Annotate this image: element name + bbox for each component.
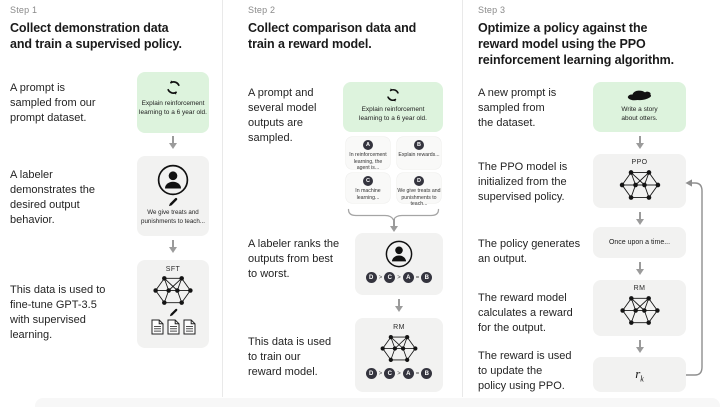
otter-icon bbox=[627, 89, 653, 102]
step1-label: Step 1 bbox=[10, 5, 38, 15]
step1-text-labeler: A labeler demonstrates the desired outpu… bbox=[10, 169, 95, 226]
step2-prompt-caption: Explain reinforcement learning to a 6 ye… bbox=[359, 106, 427, 122]
sft-model-label: SFT bbox=[165, 266, 181, 273]
cycle-icon bbox=[166, 80, 181, 95]
network-icon bbox=[152, 274, 194, 307]
output-box-c: C In machine learning... bbox=[346, 173, 390, 203]
output-letter-badge: B bbox=[414, 140, 424, 150]
step3-output-box: Once upon a time... bbox=[593, 227, 686, 258]
footer-band bbox=[35, 398, 720, 407]
rank-letter-badge: C bbox=[384, 368, 396, 379]
rank-letter-badge: B bbox=[421, 368, 433, 379]
step3-prompt-caption: Write a story about otters. bbox=[621, 106, 658, 122]
ranking-row: D>C>A=B bbox=[365, 368, 433, 379]
rank-separator: > bbox=[378, 274, 383, 281]
step2-title: Collect comparison data and train a rewa… bbox=[248, 21, 417, 51]
step3-output-caption: Once upon a time... bbox=[608, 239, 671, 246]
down-arrow-icon bbox=[168, 136, 178, 150]
network-icon bbox=[379, 333, 419, 364]
document-icon bbox=[183, 319, 196, 335]
column-divider-1 bbox=[222, 0, 223, 397]
labeler-icon bbox=[157, 164, 189, 196]
step3-title: Optimize a policy against the reward mod… bbox=[478, 21, 675, 67]
step2-rm-box: RM D>C>A=B bbox=[355, 318, 443, 392]
step1-prompt-box: Explain reinforcement learning to a 6 ye… bbox=[137, 72, 209, 133]
step2-labeler-box: D>C>A=B bbox=[355, 233, 443, 295]
rank-letter-badge: A bbox=[402, 272, 414, 283]
step3-text-reward: The reward model calculates a reward for… bbox=[478, 292, 573, 334]
pencil-icon bbox=[169, 308, 178, 317]
step2-text-rank: A labeler ranks the outputs from best to… bbox=[248, 238, 340, 280]
ranking-row: D>C>A=B bbox=[365, 272, 433, 283]
rank-separator: > bbox=[397, 274, 401, 281]
step1-title: Collect demonstration data and train a s… bbox=[10, 21, 182, 51]
down-arrow-icon bbox=[168, 240, 178, 254]
rank-letter-badge: B bbox=[421, 272, 433, 283]
down-arrow-icon bbox=[635, 212, 645, 226]
rank-letter-badge: C bbox=[384, 272, 396, 283]
step3-label: Step 3 bbox=[478, 5, 506, 15]
step1-labeler-box: We give treats and punishments to teach.… bbox=[137, 156, 209, 236]
step3-text-ppo: The PPO model is initialized from the su… bbox=[478, 161, 568, 203]
step2-label: Step 2 bbox=[248, 5, 276, 15]
document-icon bbox=[167, 319, 180, 335]
step2-prompt-box: Explain reinforcement learning to a 6 ye… bbox=[343, 82, 443, 132]
labeler-icon bbox=[385, 240, 413, 268]
step3-reward-value-box: rk bbox=[593, 357, 686, 392]
output-caption: In machine learning... bbox=[355, 188, 381, 201]
output-caption: In reinforcement learning, the agent is.… bbox=[349, 152, 387, 172]
output-letter-badge: D bbox=[414, 176, 424, 186]
rank-separator: > bbox=[378, 370, 383, 377]
model-outputs-grid: A In reinforcement learning, the agent i… bbox=[346, 137, 441, 207]
rank-separator: = bbox=[415, 370, 420, 377]
cycle-icon bbox=[386, 88, 400, 102]
step3-text-update: The reward is used to update the policy … bbox=[478, 350, 572, 392]
step3-rm-box: RM bbox=[593, 280, 686, 336]
pencil-icon bbox=[168, 197, 178, 207]
network-icon bbox=[619, 294, 661, 327]
step1-labeler-caption: We give treats and punishments to teach.… bbox=[141, 209, 205, 225]
down-arrow-icon bbox=[635, 340, 645, 354]
ppo-model-label: PPO bbox=[631, 159, 648, 166]
rank-letter-badge: D bbox=[365, 272, 377, 283]
output-caption: Explain rewards... bbox=[398, 152, 440, 158]
column-divider-2 bbox=[462, 0, 463, 397]
reward-value: rk bbox=[635, 365, 644, 384]
rank-separator: > bbox=[397, 370, 401, 377]
rank-separator: = bbox=[415, 274, 420, 281]
output-box-a: A In reinforcement learning, the agent i… bbox=[346, 137, 390, 172]
step3-prompt-box: Write a story about otters. bbox=[593, 82, 686, 132]
step2-text-prompt: A prompt and several model outputs are s… bbox=[248, 87, 317, 144]
output-box-b: B Explain rewards... bbox=[397, 137, 441, 169]
network-icon bbox=[618, 168, 662, 202]
output-box-d: D We give treats and punishments to teac… bbox=[397, 173, 441, 207]
step3-text-prompt: A new prompt is sampled from the dataset… bbox=[478, 87, 557, 129]
down-arrow-icon bbox=[635, 262, 645, 276]
loop-arrow-icon bbox=[685, 179, 703, 376]
output-letter-badge: C bbox=[363, 176, 373, 186]
rm-model-label: RM bbox=[633, 285, 646, 292]
rank-letter-badge: A bbox=[402, 368, 414, 379]
down-arrow-icon bbox=[394, 299, 404, 313]
rm-model-label: RM bbox=[393, 324, 405, 331]
document-icon bbox=[151, 319, 164, 335]
step1-text-finetune: This data is used to fine-tune GPT-3.5 w… bbox=[10, 284, 106, 341]
step3-ppo-box: PPO bbox=[593, 154, 686, 208]
step2-text-train: This data is used to train our reward mo… bbox=[248, 336, 332, 378]
down-arrow-icon bbox=[635, 136, 645, 150]
output-caption: We give treats and punishments to teach.… bbox=[397, 188, 441, 208]
step3-text-output: The policy generates an output. bbox=[478, 238, 581, 265]
step1-prompt-caption: Explain reinforcement learning to a 6 ye… bbox=[139, 100, 207, 116]
step1-sft-box: SFT bbox=[137, 260, 209, 348]
output-letter-badge: A bbox=[363, 140, 373, 150]
down-arrow-icon bbox=[389, 219, 399, 233]
documents-row bbox=[151, 319, 196, 335]
rank-letter-badge: D bbox=[365, 368, 377, 379]
step1-text-prompt: A prompt is sampled from our prompt data… bbox=[10, 82, 96, 124]
